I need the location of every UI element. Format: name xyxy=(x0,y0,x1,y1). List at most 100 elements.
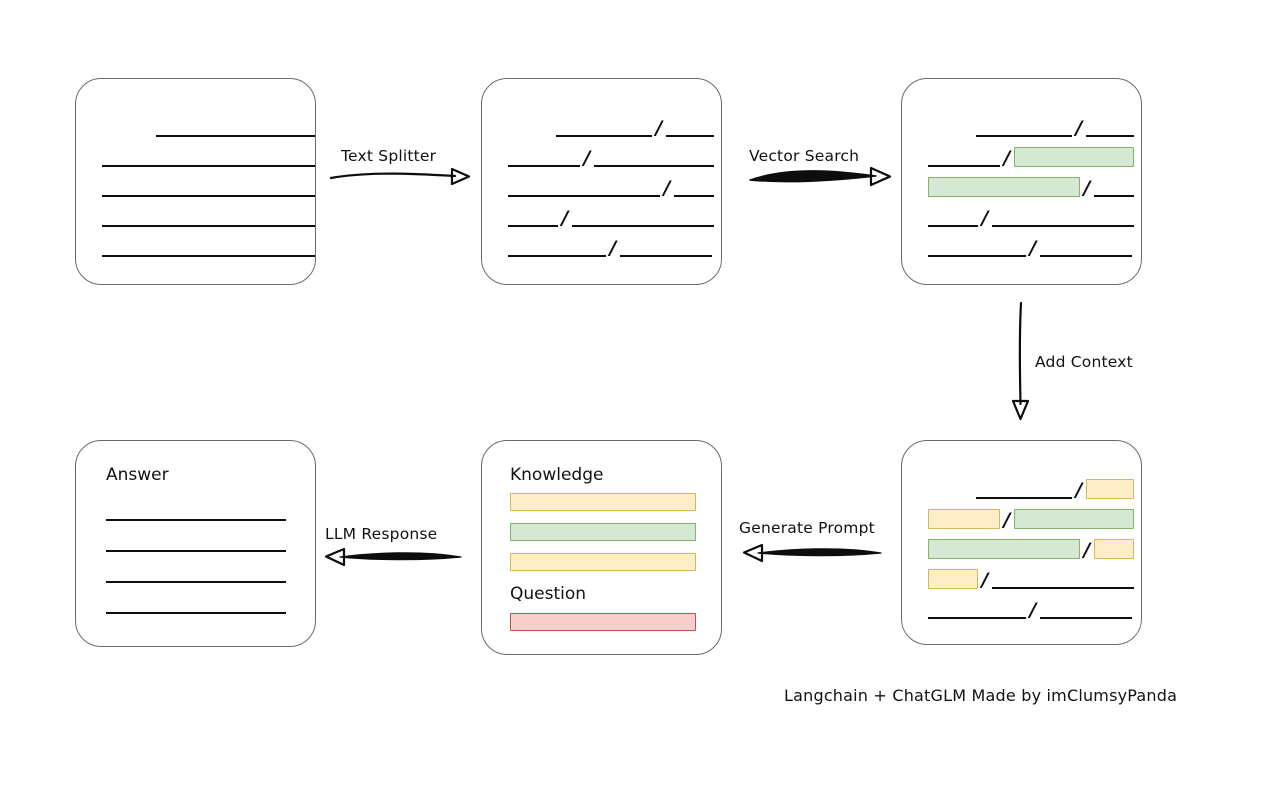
matched-chunks-row: / xyxy=(902,147,1141,169)
highlighted-chunk-green[interactable] xyxy=(928,539,1080,559)
text-line-segment xyxy=(1094,177,1134,197)
question-bar-red[interactable] xyxy=(510,613,696,631)
matched-chunks-row: / xyxy=(902,237,1141,259)
separator-slash-icon: / xyxy=(1075,479,1083,501)
text-line-segment xyxy=(102,207,315,227)
text-line-segment xyxy=(620,237,712,257)
text-line-segment xyxy=(572,207,714,227)
separator-slash-icon: / xyxy=(663,177,671,199)
split-chunks-row: / xyxy=(482,177,721,199)
text-line-segment xyxy=(106,532,286,552)
text-line-segment xyxy=(928,237,1026,257)
separator-slash-icon: / xyxy=(1083,539,1091,561)
source-document-row xyxy=(76,117,315,137)
text-line-segment xyxy=(674,177,714,197)
row-indent xyxy=(928,117,976,137)
edge-label-add-context: Add Context xyxy=(1035,353,1133,371)
highlighted-chunk-yellow[interactable] xyxy=(1094,539,1134,559)
footer-note: Langchain + ChatGLM Made by imClumsyPand… xyxy=(784,686,1178,705)
source-document-row xyxy=(76,147,315,167)
context-chunks-row: / xyxy=(902,539,1141,561)
question-label: Question xyxy=(510,584,587,604)
text-line-segment xyxy=(976,117,1072,137)
highlighted-chunk-green[interactable] xyxy=(928,177,1080,197)
highlighted-chunk-yellow[interactable] xyxy=(928,509,1000,529)
row-indent xyxy=(102,117,156,137)
separator-slash-icon: / xyxy=(1003,509,1011,531)
text-line-segment xyxy=(106,563,286,583)
split-chunks-row: / xyxy=(482,117,721,139)
separator-slash-icon: / xyxy=(1029,237,1037,259)
prompt-box[interactable]: Knowledge Question xyxy=(481,440,722,655)
split-chunks-row: / xyxy=(482,147,721,169)
text-line-segment xyxy=(666,117,714,137)
arrow-llm-response xyxy=(324,547,462,567)
row-indent xyxy=(508,117,556,137)
source-document-box[interactable] xyxy=(75,78,316,285)
highlighted-chunk-yellow[interactable] xyxy=(928,569,978,589)
highlighted-chunk-green[interactable] xyxy=(1014,147,1134,167)
arrow-generate-prompt xyxy=(742,543,882,563)
split-chunks-row: / xyxy=(482,207,721,229)
matched-chunks-row: / xyxy=(902,207,1141,228)
text-line-segment xyxy=(508,237,606,257)
context-chunks-row: / xyxy=(902,479,1141,501)
knowledge-label: Knowledge xyxy=(510,465,604,485)
text-line-segment xyxy=(1040,237,1132,257)
edge-label-llm-response: LLM Response xyxy=(325,525,438,543)
text-line-segment xyxy=(992,569,1134,589)
separator-slash-icon: / xyxy=(1029,599,1037,621)
answer-row xyxy=(76,532,315,552)
arrow-add-context xyxy=(1011,301,1030,421)
matched-chunks-row: / xyxy=(902,117,1141,139)
text-line-segment xyxy=(976,479,1072,499)
knowledge-bar-yellow[interactable] xyxy=(510,493,696,511)
text-line-segment xyxy=(102,147,315,167)
separator-slash-icon: / xyxy=(609,237,617,259)
text-line-segment xyxy=(102,177,315,197)
context-chunks-row: / xyxy=(902,569,1141,591)
text-line-segment xyxy=(156,117,315,137)
arrow-text-splitter xyxy=(329,167,471,186)
matched-chunks-box[interactable]: / / / / / xyxy=(901,78,1142,285)
separator-slash-icon: / xyxy=(583,147,591,169)
source-document-row xyxy=(76,207,315,227)
text-line-segment xyxy=(102,237,315,257)
split-chunks-box[interactable]: / / / / / xyxy=(481,78,722,285)
answer-row xyxy=(76,501,315,521)
text-line-segment xyxy=(928,207,978,227)
edge-label-generate-prompt: Generate Prompt xyxy=(739,519,875,537)
knowledge-bar-green[interactable] xyxy=(510,523,696,541)
matched-chunks-row: / xyxy=(902,177,1141,199)
text-line-segment xyxy=(992,207,1134,227)
separator-slash-icon: / xyxy=(1083,177,1091,199)
separator-slash-icon: / xyxy=(561,207,569,229)
text-line-segment xyxy=(928,599,1026,619)
answer-row xyxy=(76,563,315,583)
separator-slash-icon: / xyxy=(1003,147,1011,169)
separator-slash-icon: / xyxy=(981,569,989,591)
separator-slash-icon: / xyxy=(1075,117,1083,139)
text-line-segment xyxy=(594,147,714,167)
row-indent xyxy=(928,479,976,499)
highlighted-chunk-yellow[interactable] xyxy=(1086,479,1134,499)
text-line-segment xyxy=(106,501,286,521)
text-line-segment xyxy=(556,117,652,137)
text-line-segment xyxy=(1086,117,1134,137)
source-document-row xyxy=(76,177,315,197)
knowledge-bar-yellow[interactable] xyxy=(510,553,696,571)
context-chunks-box[interactable]: / / / / / xyxy=(901,440,1142,645)
answer-box[interactable]: Answer xyxy=(75,440,316,647)
text-line-segment xyxy=(508,207,558,227)
text-line-segment xyxy=(508,177,660,197)
source-document-row xyxy=(76,237,315,257)
text-line-segment xyxy=(928,147,1000,167)
arrow-vector-search xyxy=(749,166,892,187)
edge-label-vector-search: Vector Search xyxy=(749,147,860,165)
text-line-segment xyxy=(508,147,580,167)
separator-slash-icon: / xyxy=(655,117,663,139)
split-chunks-row: / xyxy=(482,237,721,259)
text-line-segment xyxy=(1040,599,1132,619)
edge-label-text-splitter: Text Splitter xyxy=(341,147,437,165)
highlighted-chunk-green[interactable] xyxy=(1014,509,1134,529)
